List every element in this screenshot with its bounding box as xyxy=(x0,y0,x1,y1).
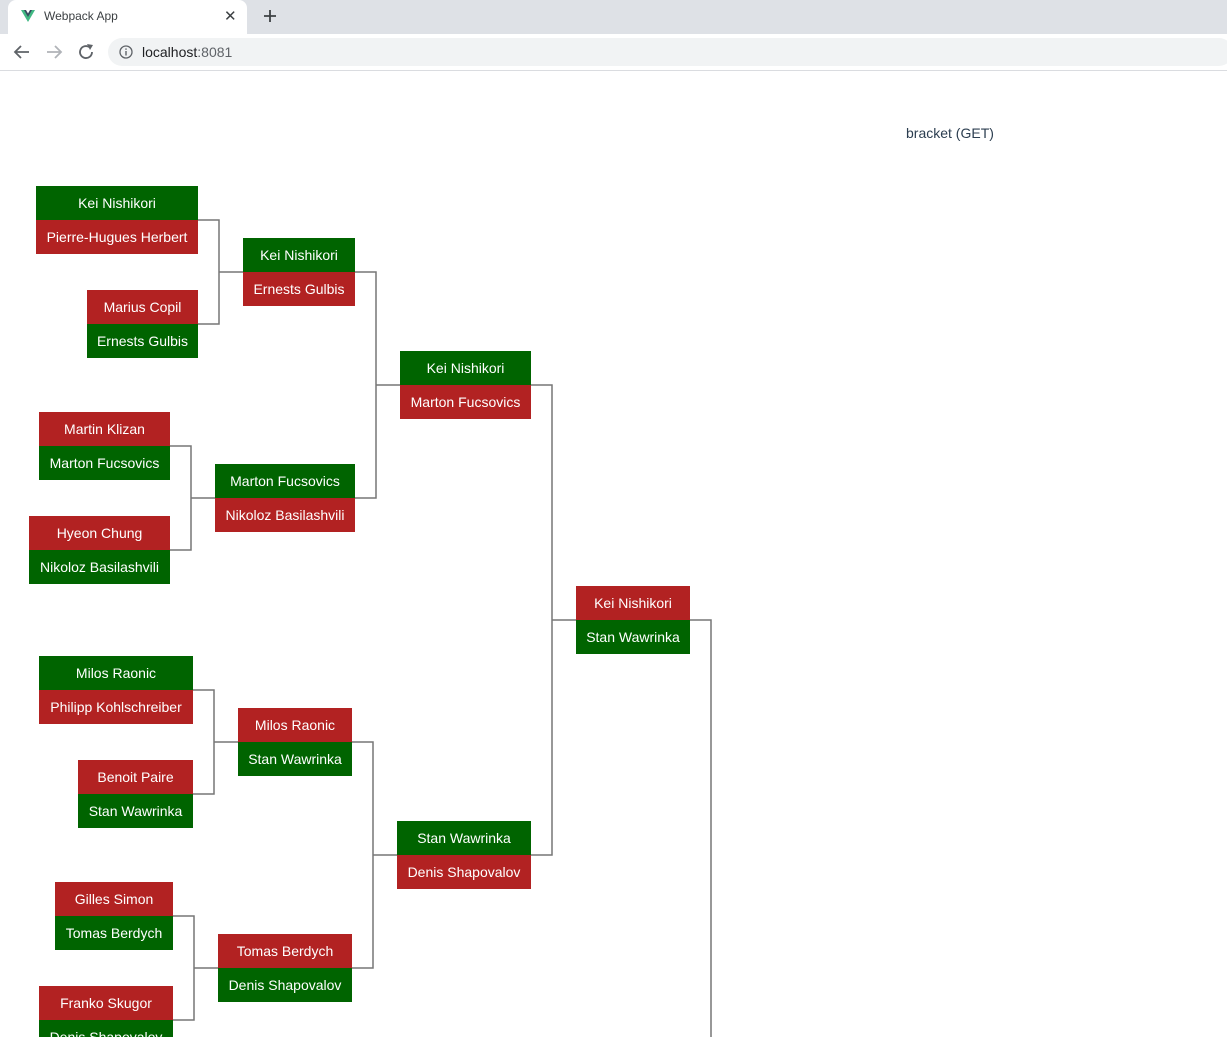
player-r4-1-top[interactable]: Kei Nishikori xyxy=(576,586,690,620)
player-r1-4-bottom[interactable]: Nikoloz Basilashvili xyxy=(29,550,170,584)
vue-logo-icon xyxy=(21,10,35,22)
connector-r2-m3-m4 xyxy=(352,741,397,969)
info-icon[interactable] xyxy=(119,45,133,59)
new-tab-icon[interactable] xyxy=(260,6,280,26)
player-r2-2-bottom[interactable]: Nikoloz Basilashvili xyxy=(215,498,355,532)
connector-r3-m1-m2 xyxy=(531,384,576,856)
player-r4-1-bottom[interactable]: Stan Wawrinka xyxy=(576,620,690,654)
connector-r1-m1-m2 xyxy=(198,219,243,325)
player-r3-2-top[interactable]: Stan Wawrinka xyxy=(397,821,531,855)
player-r1-5-top[interactable]: Milos Raonic xyxy=(39,656,193,690)
player-r2-1-top[interactable]: Kei Nishikori xyxy=(243,238,355,272)
player-r1-4-top[interactable]: Hyeon Chung xyxy=(29,516,170,550)
address-bar[interactable]: localhost:8081 xyxy=(108,38,1227,66)
player-r1-1-bottom[interactable]: Pierre-Hugues Herbert xyxy=(36,220,198,254)
player-r2-3-bottom[interactable]: Stan Wawrinka xyxy=(238,742,352,776)
browser-tab[interactable]: Webpack App ✕ xyxy=(8,0,247,34)
url-text[interactable]: localhost:8081 xyxy=(142,44,232,60)
player-r1-2-bottom[interactable]: Ernests Gulbis xyxy=(87,324,198,358)
player-r1-3-bottom[interactable]: Marton Fucsovics xyxy=(39,446,170,480)
player-r1-6-top[interactable]: Benoit Paire xyxy=(78,760,193,794)
player-r3-1-bottom[interactable]: Marton Fucsovics xyxy=(400,385,531,419)
player-r2-3-top[interactable]: Milos Raonic xyxy=(238,708,352,742)
player-r1-5-bottom[interactable]: Philipp Kohlschreiber xyxy=(39,690,193,724)
url-port: :8081 xyxy=(197,44,233,60)
player-r1-3-top[interactable]: Martin Klizan xyxy=(39,412,170,446)
player-r1-8-top[interactable]: Franko Skugor xyxy=(39,986,173,1020)
player-r1-2-top[interactable]: Marius Copil xyxy=(87,290,198,324)
close-tab-icon[interactable]: ✕ xyxy=(224,8,237,25)
url-host: localhost xyxy=(142,44,198,60)
connector-r2-m1-m2 xyxy=(355,271,400,499)
player-r1-7-top[interactable]: Gilles Simon xyxy=(55,882,173,916)
player-r3-1-top[interactable]: Kei Nishikori xyxy=(400,351,531,385)
player-r2-1-bottom[interactable]: Ernests Gulbis xyxy=(243,272,355,306)
connector-final-out xyxy=(690,619,712,1037)
forward-arrow-icon[interactable] xyxy=(45,43,63,61)
player-r1-1-top[interactable]: Kei Nishikori xyxy=(36,186,198,220)
player-r3-2-bottom[interactable]: Denis Shapovalov xyxy=(397,855,531,889)
player-r1-7-bottom[interactable]: Tomas Berdych xyxy=(55,916,173,950)
connector-r1-m3-m4 xyxy=(170,445,215,551)
reload-icon[interactable] xyxy=(77,43,95,61)
tab-title: Webpack App xyxy=(44,9,118,23)
player-r2-4-top[interactable]: Tomas Berdych xyxy=(218,934,352,968)
bracket-get-label: bracket (GET) xyxy=(906,125,994,141)
player-r2-4-bottom[interactable]: Denis Shapovalov xyxy=(218,968,352,1002)
connector-r1-m5-m6 xyxy=(193,689,238,795)
connector-r1-m7-m8 xyxy=(173,915,218,1021)
browser-tabstrip: Webpack App ✕ xyxy=(0,0,1227,34)
back-arrow-icon[interactable] xyxy=(13,43,31,61)
player-r2-2-top[interactable]: Marton Fucsovics xyxy=(215,464,355,498)
player-r1-8-bottom[interactable]: Denis Shapovalov xyxy=(39,1020,173,1037)
player-r1-6-bottom[interactable]: Stan Wawrinka xyxy=(78,794,193,828)
